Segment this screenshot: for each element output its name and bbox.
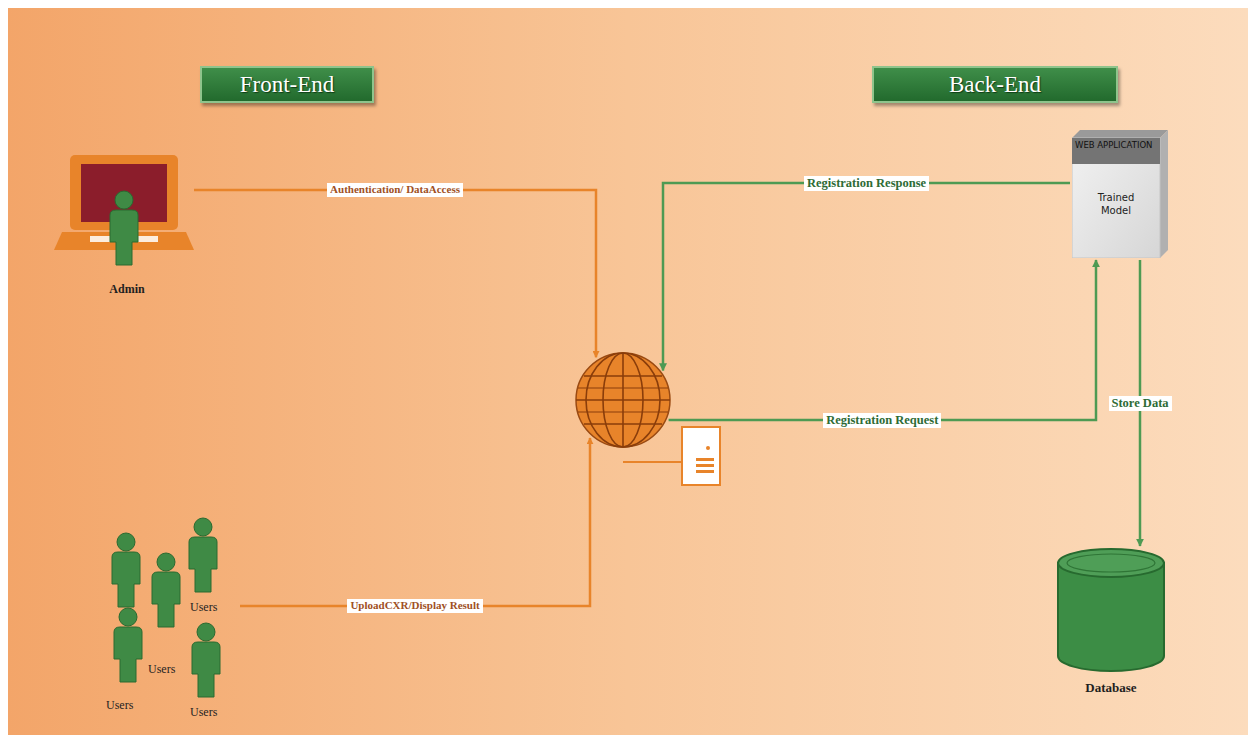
node-label: Front-End [226, 71, 348, 99]
server-icon [682, 427, 720, 485]
node-label: Back-End [898, 71, 1092, 99]
edge-label: Registration Response [804, 176, 929, 191]
server-slot [696, 464, 714, 467]
connector-arrow [240, 438, 590, 606]
connector-arrow [669, 260, 1096, 420]
server-link [623, 461, 681, 463]
edge-label: Registration Request [823, 413, 941, 428]
server-led [706, 446, 710, 450]
box-heading: WEB APPLICATION [1075, 141, 1157, 151]
edge-label: Authentication/ DataAccess [327, 183, 463, 196]
globe-node [575, 352, 671, 448]
box-body: Trained Model [1089, 192, 1143, 217]
section-banner: Front-End [200, 66, 374, 103]
database-cylinder [1055, 548, 1167, 674]
web-application-box: WEB APPLICATION Trained Model [1072, 130, 1168, 258]
edge-label: Store Data [1109, 396, 1172, 411]
user-person [114, 608, 142, 682]
connector-arrow [194, 190, 596, 357]
background [8, 8, 1248, 735]
section-banner: Back-End [872, 66, 1118, 103]
actor-label: Users [148, 662, 175, 677]
users-actor: UsersUsersUsersUsers [98, 512, 238, 727]
actor-label: Users [190, 705, 217, 720]
server-slot [696, 470, 714, 473]
user-person [112, 533, 140, 607]
admin-person [110, 191, 138, 265]
globe-shape [575, 352, 671, 448]
connector-arrow [663, 183, 1070, 371]
user-person [189, 518, 217, 592]
database-node: Database [1055, 548, 1167, 698]
node-label: Database [1055, 680, 1167, 696]
actor-label: Admin [62, 282, 192, 297]
actor-label: Users [190, 600, 217, 615]
admin-actor: Admin [62, 150, 192, 310]
actor-label: Users [106, 698, 133, 713]
edge-label: UploadCXR/Display Result [347, 599, 482, 612]
server-slot [696, 458, 714, 461]
user-person [192, 623, 220, 697]
user-person [152, 553, 180, 627]
